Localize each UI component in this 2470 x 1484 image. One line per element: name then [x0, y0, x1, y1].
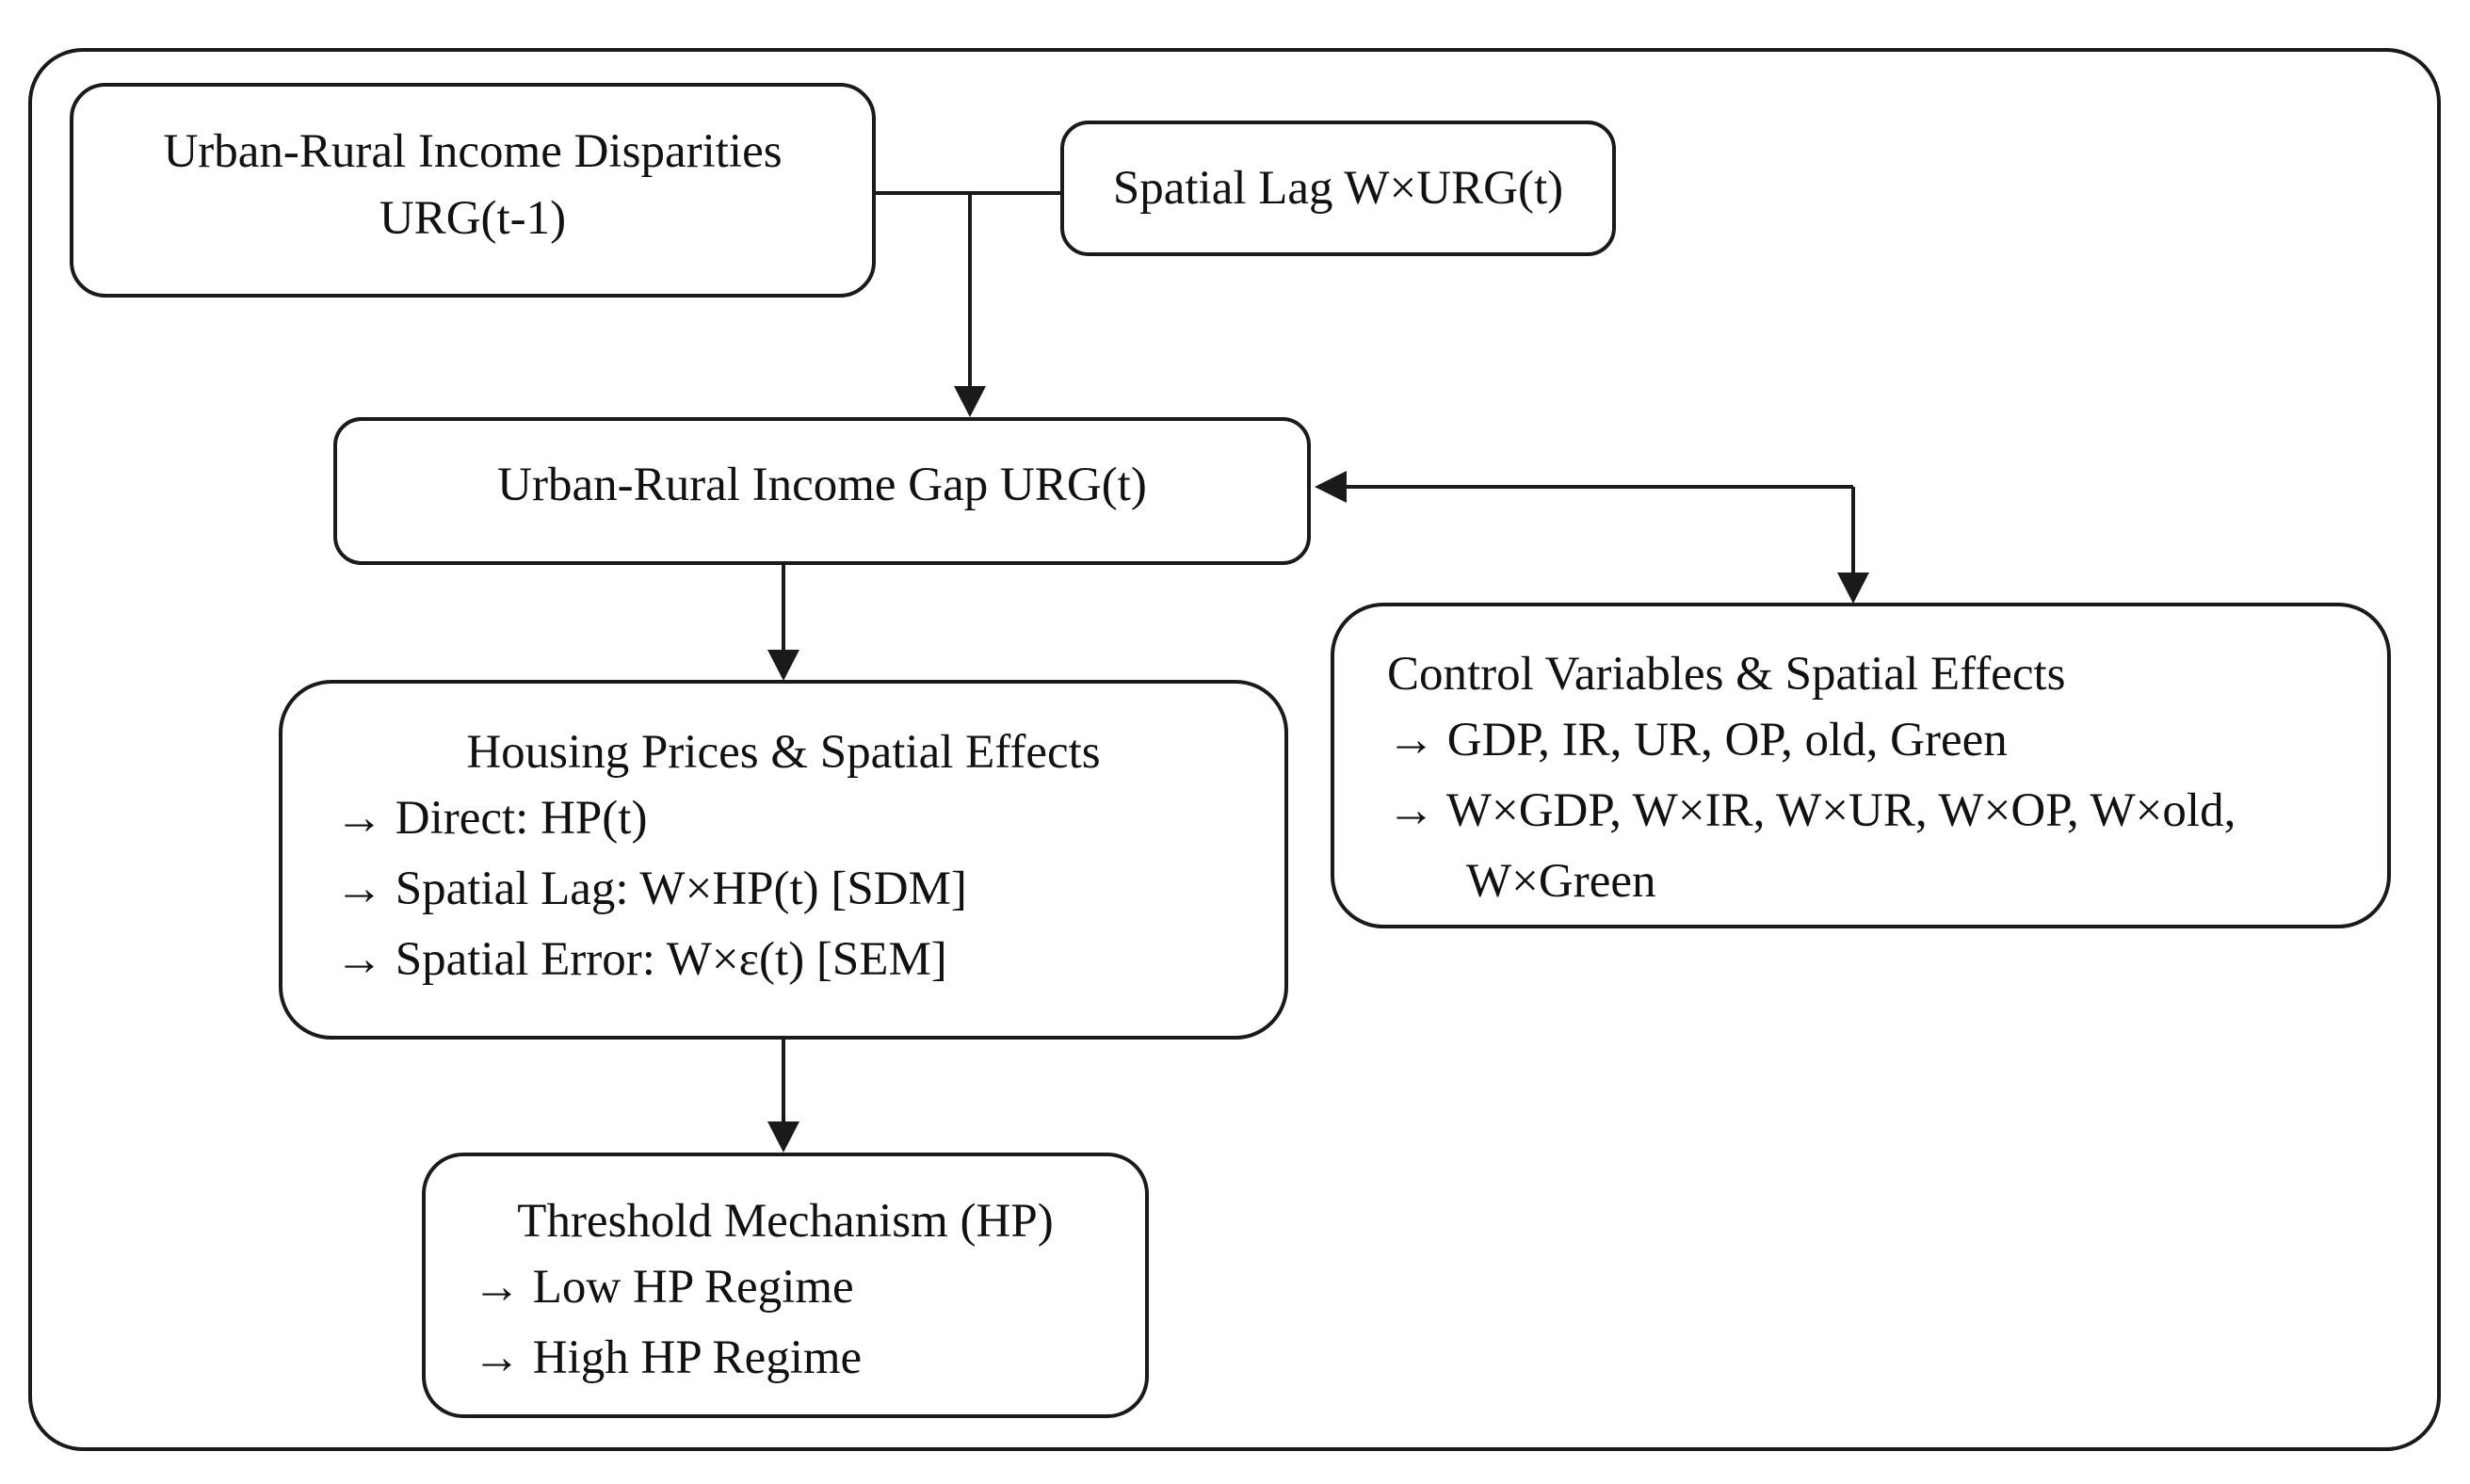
node-urg: Urban-Rural Income Gap URG(t) — [333, 417, 1311, 565]
node-urg-lag-line2: URG(t-1) — [379, 192, 567, 245]
node-control-item: → W×GDP, W×IR, W×UR, W×OP, W×old, — [1387, 784, 2236, 837]
arrowhead-to-control — [1837, 573, 1869, 604]
node-threshold-item: → Low HP Regime — [473, 1261, 854, 1314]
node-control: Control Variables & Spatial Effects → GD… — [1331, 603, 2391, 928]
node-control-title: Control Variables & Spatial Effects — [1387, 648, 2066, 701]
arrowhead-to-urg — [954, 386, 986, 417]
outer-frame — [28, 48, 2441, 1451]
node-spatial-lag-label: Spatial Lag W×URG(t) — [1112, 162, 1564, 215]
node-spatial-lag: Spatial Lag W×URG(t) — [1060, 121, 1616, 256]
node-housing-item: → Spatial Lag: W×HP(t) [SDM] — [335, 863, 967, 915]
node-threshold-item: → High HP Regime — [473, 1331, 863, 1384]
node-threshold: Threshold Mechanism (HP) → Low HP Regime… — [422, 1153, 1149, 1418]
node-urg-lag: Urban-Rural Income Disparities URG(t-1) — [70, 83, 876, 298]
node-threshold-title: Threshold Mechanism (HP) — [517, 1195, 1054, 1248]
arrowhead-to-housing — [767, 650, 799, 681]
node-housing-title: Housing Prices & Spatial Effects — [466, 726, 1101, 779]
node-urg-label: Urban-Rural Income Gap URG(t) — [497, 459, 1147, 511]
node-control-item: → GDP, IR, UR, OP, old, Green — [1387, 714, 2008, 766]
node-control-item: W×Green — [1466, 855, 1656, 908]
node-housing-item: → Spatial Error: W×ε(t) [SEM] — [335, 933, 947, 986]
arrowhead-to-threshold — [767, 1121, 799, 1153]
node-housing: Housing Prices & Spatial Effects → Direc… — [279, 680, 1288, 1040]
arrowhead-to-urg-left — [1315, 471, 1347, 503]
node-urg-lag-line1: Urban-Rural Income Disparities — [163, 125, 783, 178]
node-housing-item: → Direct: HP(t) — [335, 792, 648, 845]
